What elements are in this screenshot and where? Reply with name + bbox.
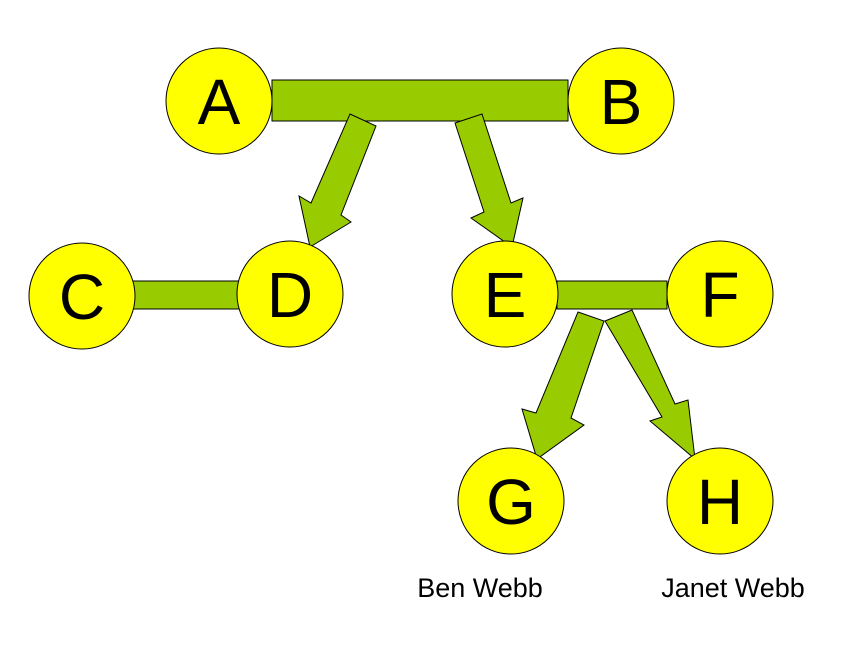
node-c-label: C [59, 261, 105, 333]
node-b: B [567, 47, 675, 155]
couple-bar-a-b [271, 79, 569, 122]
node-d: D [236, 240, 344, 348]
node-a-label: A [198, 66, 241, 138]
node-g-circle [457, 447, 565, 555]
node-e-circle [451, 240, 559, 348]
node-f: F [666, 240, 774, 348]
node-g-label: G [486, 466, 536, 538]
node-c-circle [28, 242, 136, 350]
node-h: H [666, 447, 774, 555]
node-f-label: F [700, 259, 739, 331]
node-b-circle [567, 47, 675, 155]
node-e-label: E [484, 259, 527, 331]
node-g: G [457, 447, 565, 555]
node-c: C [28, 242, 136, 350]
node-b-label: B [600, 66, 643, 138]
couple-bar-c-d [129, 280, 241, 310]
node-h-circle [666, 447, 774, 555]
node-e: E [451, 240, 559, 348]
node-a: A [165, 47, 273, 155]
node-g-caption: Ben Webb [417, 573, 543, 603]
node-h-label: H [697, 466, 743, 538]
arrow-ab-to-e [454, 113, 524, 248]
couple-bar-e-f [556, 280, 668, 310]
node-d-label: D [267, 259, 313, 331]
node-f-circle [666, 240, 774, 348]
arrow-ab-to-d [298, 113, 377, 248]
arrow-ef-to-h [604, 309, 696, 461]
node-h-caption: Janet Webb [661, 573, 805, 603]
node-a-circle [165, 47, 273, 155]
node-d-circle [236, 240, 344, 348]
arrow-ef-to-g [521, 311, 605, 460]
